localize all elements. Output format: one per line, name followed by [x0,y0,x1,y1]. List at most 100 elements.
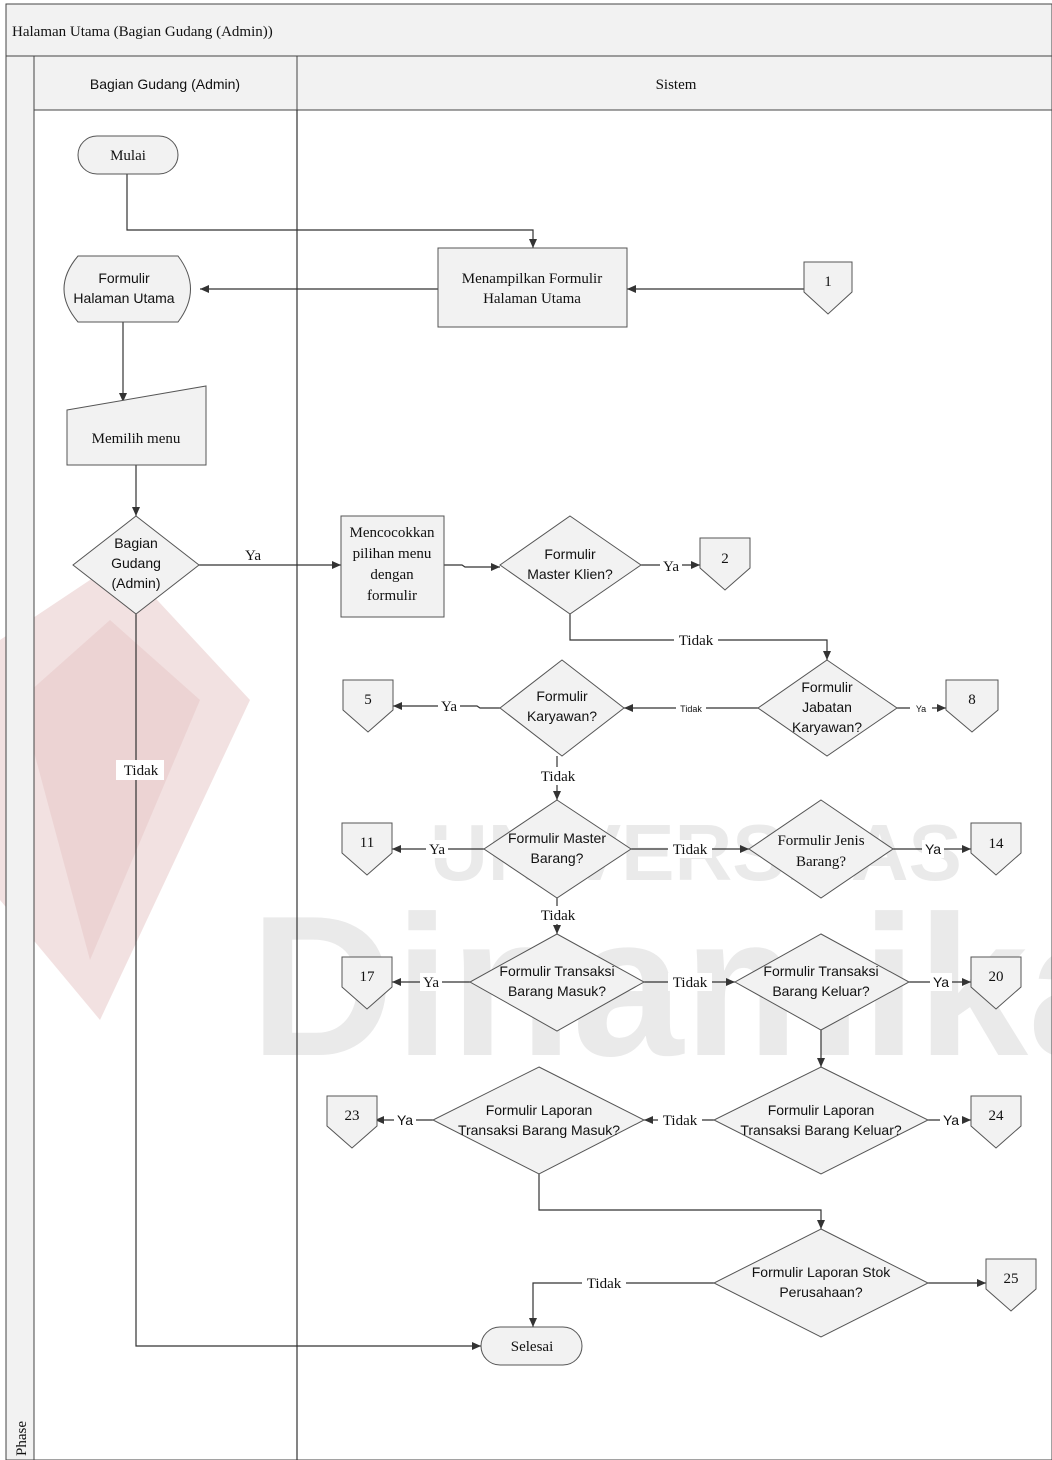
connector-5-label: 5 [364,692,372,708]
edge-label-ya: Ya [933,974,949,990]
decision-karyawan: Formulir Karyawan? [499,659,625,757]
connector-17: 17 [341,956,393,1010]
decision-master-barang: Formulir Master Barang? [483,799,632,899]
display-form-home-line1: Formulir [98,270,150,286]
decision-lap-masuk: Formulir Laporan Transaksi Barang Masuk? [431,1066,646,1175]
decision-trans-masuk-line2: Barang Masuk? [508,983,606,999]
decision-master-barang-line2: Barang? [531,850,584,866]
decision-jenis-barang-line1: Formulir Jenis [777,833,864,849]
decision-jabatan-line1: Formulir [801,679,853,695]
connector-11: 11 [341,822,393,876]
decision-admin-line2: Gudang [111,555,161,571]
decision-jenis-barang-line2: Barang? [796,854,846,870]
process-match-line1: Mencocokkan [350,525,435,541]
decision-karyawan-line2: Karyawan? [527,708,597,724]
phase-label: Phase [14,1421,30,1456]
process-display-form: Menampilkan Formulir Halaman Utama [437,247,628,328]
decision-lap-keluar-line1: Formulir Laporan [768,1102,875,1118]
decision-trans-keluar: Formulir Transaksi Barang Keluar? [733,933,911,1031]
watermark-logo-inner [20,620,200,960]
edge-label-tidak: Tidak [541,769,576,785]
process-match-line4: formulir [367,588,417,604]
decision-trans-keluar-line2: Barang Keluar? [772,983,870,999]
decision-karyawan-line1: Formulir [536,688,588,704]
decision-jabatan-line3: Karyawan? [792,719,862,735]
lane-title-right: Sistem [656,77,697,93]
process-match-menu: Mencocokkan pilihan menu dengan formulir [340,515,445,618]
edge-label-tidak: Tidak [587,1276,622,1292]
watermark: UNIVERSITAS Dinamika [0,560,1052,1098]
connector-8-label: 8 [968,692,976,708]
lane-header-right [296,55,1052,111]
decision-admin-line3: (Admin) [111,575,160,591]
connector-2-label: 2 [721,551,729,567]
decision-admin-line1: Bagian [114,535,158,551]
connector-14-label: 14 [989,836,1005,852]
start-label: Mulai [110,148,146,164]
edge-label-tidak: Tidak [124,763,159,779]
display-form-home: Formulir Halaman Utama [63,255,191,323]
decision-master-klien: Formulir Master Klien? [499,515,642,615]
decision-trans-keluar-line1: Formulir Transaksi [763,963,878,979]
connector-1-label: 1 [824,274,832,290]
edge-label-ya: Ya [441,699,457,715]
edge-label-ya: Ya [245,548,261,564]
choose-menu-label: Memilih menu [92,431,181,447]
decision-master-klien-line1: Formulir [544,546,596,562]
connector-14: 14 [970,822,1022,876]
edge-label-tidak: Tidak [673,975,708,991]
swimlane-frame: Halaman Utama (Bagian Gudang (Admin)) Ba… [5,3,1052,1460]
connector-17-label: 17 [360,969,376,985]
lane-title-left: Bagian Gudang (Admin) [90,76,240,92]
flow-lines [119,174,986,1350]
edge-label-ya: Ya [663,559,679,575]
connector-11-label: 11 [360,835,374,851]
connector-8: 8 [945,679,999,733]
edge-label-ya: Ya [916,704,926,714]
connector-2: 2 [699,537,751,591]
decision-trans-masuk-line1: Formulir Transaksi [499,963,614,979]
decision-jabatan: Formulir Jabatan Karyawan? [757,659,898,757]
edge-label-tidak: Tidak [663,1113,698,1129]
start-terminator: Mulai [77,135,179,175]
decision-trans-masuk: Formulir Transaksi Barang Masuk? [468,933,646,1032]
edge-label-ya: Ya [429,842,445,858]
title-bar [5,3,1052,57]
edge-labels: Ya Tidak Ya Tidak Tidak Ya Ya Tidak Ya T… [116,548,962,1292]
connector-23-label: 23 [345,1108,360,1124]
connector-24: 24 [970,1095,1022,1149]
edge-label-ya: Ya [925,841,941,857]
connector-25-label: 25 [1004,1271,1019,1287]
decision-jenis-barang: Formulir Jenis Barang? [748,799,894,899]
edge-label-ya: Ya [943,1112,959,1128]
edge-label-tidak: Tidak [679,633,714,649]
connector-20: 20 [970,956,1022,1010]
decision-lap-stok-line2: Perusahaan? [779,1284,863,1300]
process-match-line3: dengan [370,567,414,583]
edge-label-tidak: Tidak [541,908,576,924]
process-display-form-line1: Menampilkan Formulir [462,271,602,287]
connector-20-label: 20 [989,969,1004,985]
connector-1: 1 [803,261,853,315]
decision-jabatan-line2: Jabatan [802,699,852,715]
connector-25: 25 [985,1258,1037,1312]
manual-input-choose-menu: Memilih menu [66,385,207,466]
connector-23: 23 [326,1095,378,1149]
process-display-form-line2: Halaman Utama [483,291,581,307]
decision-lap-stok-line1: Formulir Laporan Stok [752,1264,892,1280]
decision-lap-keluar: Formulir Laporan Transaksi Barang Keluar… [712,1066,930,1175]
decision-admin: Bagian Gudang (Admin) [72,515,200,615]
connector-24-label: 24 [989,1108,1005,1124]
decision-lap-keluar-line2: Transaksi Barang Keluar? [740,1122,902,1138]
decision-lap-masuk-line2: Transaksi Barang Masuk? [458,1122,620,1138]
decision-lap-stok: Formulir Laporan Stok Perusahaan? [712,1228,930,1338]
decision-master-barang-line1: Formulir Master [508,830,606,846]
edge-label-tidak: Tidak [680,704,702,714]
diagram-title: Halaman Utama (Bagian Gudang (Admin)) [12,24,273,40]
decision-master-klien-line2: Master Klien? [527,566,613,582]
end-terminator: Selesai [480,1326,583,1366]
end-label: Selesai [511,1339,554,1355]
connector-5: 5 [342,679,394,733]
display-form-home-line2: Halaman Utama [73,290,174,306]
